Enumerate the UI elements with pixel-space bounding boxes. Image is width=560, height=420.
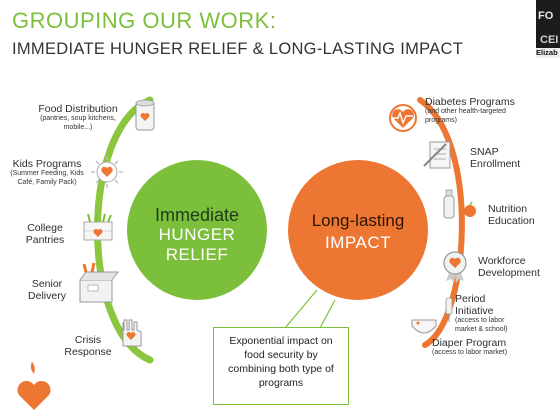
left-circle-line1: Immediate xyxy=(154,205,240,225)
program-title: Enrollment xyxy=(470,158,521,170)
program-detail: (access to labor xyxy=(455,317,505,324)
heart-logo-icon xyxy=(17,362,51,410)
program-title: Pantries xyxy=(25,234,65,246)
callout-line4: programs xyxy=(258,377,304,389)
right-circle-line1: Long-lasting xyxy=(311,211,405,230)
program-title: Nutrition xyxy=(488,203,528,215)
program-title: Delivery xyxy=(28,290,66,302)
program-title: Period xyxy=(455,293,486,305)
right-circle xyxy=(288,160,428,300)
video-caption-line1: FO xyxy=(538,10,554,22)
program-nutrition: Nutrition Education xyxy=(488,203,558,227)
video-caption-line2: CEI xyxy=(540,34,559,46)
program-detail: Café, Family Pack) xyxy=(17,178,77,186)
program-crisis-response: Crisis Response xyxy=(60,334,116,358)
heart-pulse-icon xyxy=(389,104,417,132)
left-circle-line2: HUNGER xyxy=(158,225,236,244)
program-senior-delivery: Senior Delivery xyxy=(22,278,72,302)
page-title: GROUPING OUR WORK: xyxy=(12,8,277,33)
hand-heart-icon xyxy=(122,319,142,347)
left-circle-line3: RELIEF xyxy=(165,245,229,264)
program-detail: programs) xyxy=(425,116,457,124)
right-arc xyxy=(417,97,465,348)
program-detail: (and other health-targeted xyxy=(425,108,506,115)
program-snap: SNAP Enrollment xyxy=(470,146,550,170)
program-title: SNAP xyxy=(470,146,499,158)
program-detail: (Summer Feeding, Kids xyxy=(10,170,84,177)
program-title: Crisis xyxy=(74,334,102,346)
left-circle xyxy=(127,160,267,300)
right-circle-label: Long-lasting IMPACT xyxy=(298,210,418,254)
program-college-pantries: College Pantries xyxy=(18,222,72,246)
program-title: Response xyxy=(64,346,112,358)
program-detail: market & school) xyxy=(455,325,508,333)
bottle-apple-icon xyxy=(443,189,476,219)
program-detail: mobile...) xyxy=(63,123,93,131)
delivery-box-icon xyxy=(79,262,119,303)
food-can-icon xyxy=(135,99,155,131)
program-diaper: Diaper Program (access to labor market) xyxy=(432,337,552,358)
callout-box: Exponential impact on food security by c… xyxy=(213,327,349,405)
plant-box-icon xyxy=(83,212,113,241)
program-detail: (pantries, soup kitchens, xyxy=(40,115,116,122)
callout-line1: Exponential impact on xyxy=(229,335,333,347)
diaper-icon xyxy=(411,319,437,334)
program-title: College xyxy=(27,222,63,234)
program-title: Kids Programs xyxy=(12,158,82,170)
program-detail: (access to labor market) xyxy=(432,349,508,356)
period-icon xyxy=(445,297,453,322)
program-title: Diaper Program xyxy=(432,337,507,349)
right-circle-line2: IMPACT xyxy=(325,233,391,252)
program-period: Period Initiative (access to labor marke… xyxy=(455,293,555,334)
program-title: Initiative xyxy=(455,305,494,317)
program-title: Senior xyxy=(31,278,63,290)
program-kids: Kids Programs (Summer Feeding, Kids Café… xyxy=(4,158,90,187)
program-title: Education xyxy=(488,215,535,227)
video-participant-name: Elizab xyxy=(536,48,560,58)
callout-line2: food security by xyxy=(244,349,318,361)
program-title: Workforce xyxy=(478,255,526,267)
program-title: Development xyxy=(478,267,540,279)
document-icon xyxy=(423,141,451,169)
program-diabetes: Diabetes Programs (and other health-targ… xyxy=(425,96,545,125)
sun-heart-icon xyxy=(91,156,123,188)
page-subtitle: IMMEDIATE HUNGER RELIEF & LONG-LASTING I… xyxy=(12,40,464,58)
program-title: Diabetes Programs xyxy=(425,96,515,108)
program-title: Food Distribution xyxy=(38,103,118,115)
video-thumbnail[interactable]: FO CEI Elizab xyxy=(536,0,560,58)
left-circle-label: Immediate HUNGER RELIEF xyxy=(137,205,257,265)
award-heart-icon xyxy=(443,251,467,283)
program-food-distribution: Food Distribution (pantries, soup kitche… xyxy=(28,103,128,132)
program-workforce: Workforce Development xyxy=(478,255,558,279)
callout-line3: combining both type of xyxy=(228,363,334,375)
